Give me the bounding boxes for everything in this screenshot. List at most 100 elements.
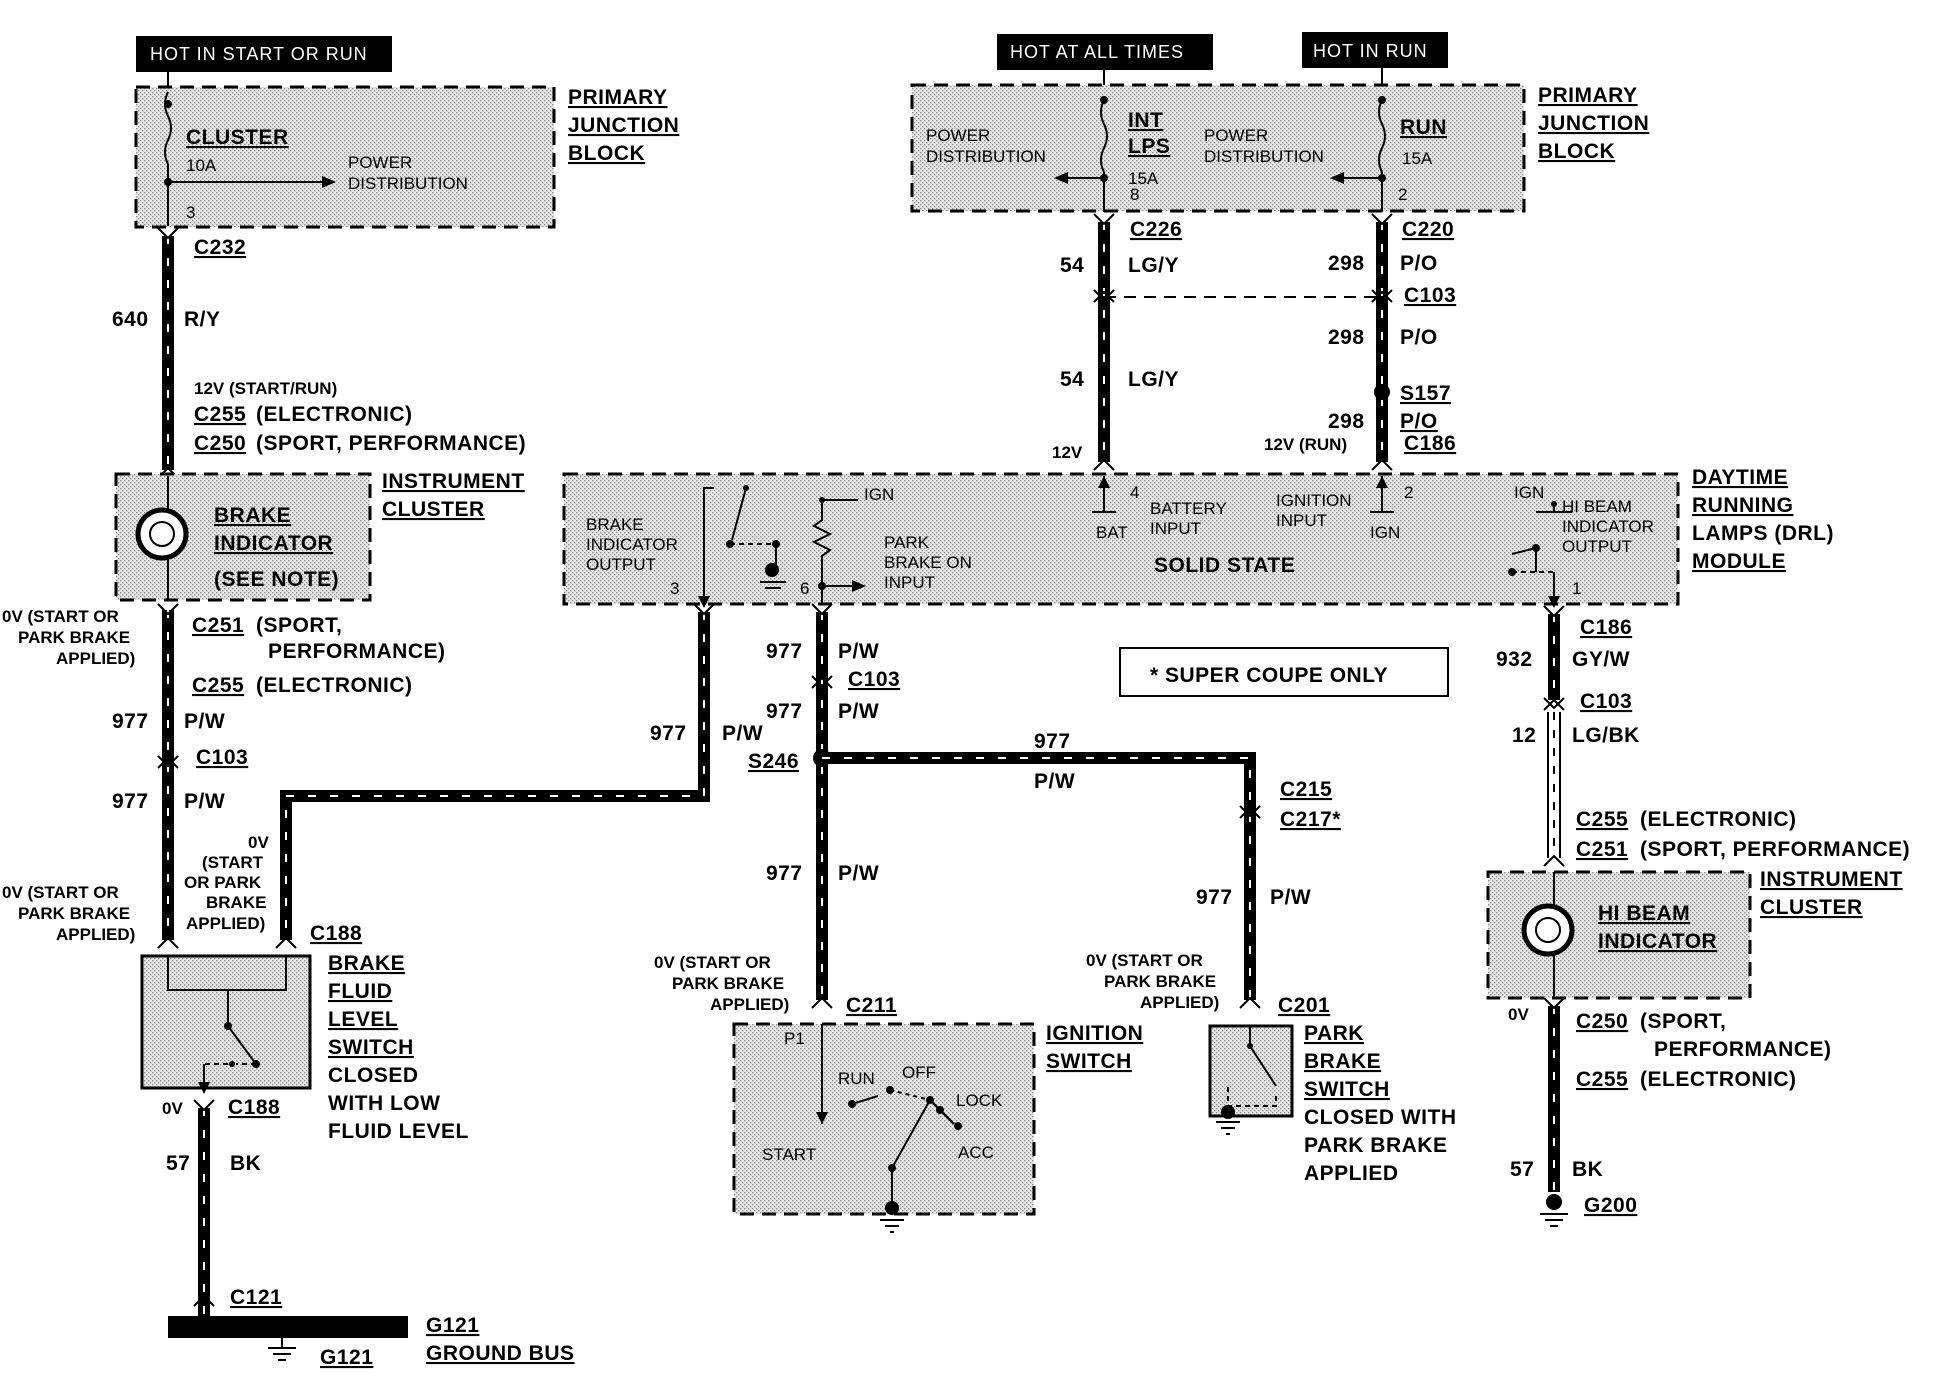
label-text: START (762, 1145, 816, 1164)
label-text: (SPORT, (256, 614, 342, 637)
label-text: FLUID (328, 980, 392, 1003)
label-text: 0V (START OR (2, 883, 119, 902)
label-text: BLOCK (568, 142, 645, 165)
brake-fluid-title: BRAKE (328, 952, 405, 975)
label-text: 54 (1060, 254, 1084, 277)
label-text: POWER (926, 126, 990, 145)
label-text: PARK BRAKE (18, 904, 130, 923)
label-text: P/W (838, 862, 879, 885)
label-text: * SUPER COUPE ONLY (1150, 664, 1388, 687)
label-text: SWITCH (1046, 1050, 1132, 1073)
label-text: APPLIED) (186, 914, 265, 933)
label-text: 12V (START/RUN) (194, 379, 337, 398)
label-text: APPLIED) (56, 925, 135, 944)
label-text: P/W (722, 722, 763, 745)
label-text: BRAKE (206, 893, 266, 912)
label-text: LG/BK (1572, 724, 1640, 747)
label-text: HOT IN START OR RUN (150, 44, 368, 64)
label-text: R/Y (184, 308, 221, 331)
label-text: C215 (1280, 778, 1332, 801)
label-text: INDICATOR (1562, 517, 1654, 536)
label-text: 12V (1052, 443, 1083, 462)
label-text: 6 (800, 579, 809, 598)
label-text: BK (1572, 1158, 1603, 1181)
label-text: 0V (START OR (654, 953, 771, 972)
label-text: 0V (248, 833, 269, 852)
label-text: ACC (958, 1143, 994, 1162)
label-text: P/W (1270, 886, 1311, 909)
label-text: 977 (1034, 730, 1071, 753)
label-text: 640 (112, 308, 149, 331)
label-text: (SPORT, PERFORMANCE) (256, 432, 526, 455)
label-text: C232 (194, 236, 246, 259)
instrument-cluster-brake (114, 472, 372, 602)
header-hot-in-start-or-run: HOT IN START OR RUN (136, 36, 392, 72)
wire-12-lgbk (1547, 712, 1561, 858)
label-text: LG/Y (1128, 254, 1179, 277)
label-text: INDICATOR (214, 532, 333, 555)
label-text: P/O (1400, 326, 1438, 349)
label-text: C121 (230, 1286, 282, 1309)
label-text: BAT (1096, 523, 1128, 542)
label-text: 8 (1130, 185, 1139, 204)
label-text: (ELECTRONIC) (256, 403, 413, 426)
label-text: PERFORMANCE) (268, 640, 446, 663)
label-text: APPLIED (1304, 1162, 1399, 1185)
label-text: C186 (1580, 616, 1632, 639)
label-text: HOT AT ALL TIMES (1010, 42, 1184, 62)
label-text: LPS (1128, 135, 1170, 158)
label-text: LEVEL (328, 1008, 398, 1031)
label-text: (ELECTRONIC) (1640, 1068, 1797, 1091)
label-text: POWER (348, 153, 412, 172)
label-text: (START (202, 853, 264, 872)
instrument-cluster-hi-beam (1486, 870, 1752, 1000)
label-text: 977 (112, 710, 149, 733)
label-text: 0V (162, 1099, 183, 1118)
brake-indicator-label: BRAKE (214, 504, 291, 527)
label-text: MODULE (1692, 550, 1786, 573)
pjb-right-title: PRIMARY (1538, 84, 1638, 107)
label-text: PARK BRAKE (1104, 972, 1216, 991)
label-text: P/W (838, 640, 879, 663)
label-text: C188 (310, 922, 362, 945)
label-text: 298 (1328, 326, 1365, 349)
label-text: JUNCTION (1538, 112, 1649, 135)
wire-977-brake-output (280, 612, 710, 940)
label-text: APPLIED) (710, 995, 789, 1014)
label-text: C255 (1576, 808, 1628, 831)
label-text: P/O (1400, 252, 1438, 275)
ic-right-title: INSTRUMENT (1760, 868, 1903, 891)
label-text: IGNITION (1276, 491, 1352, 510)
label-text: PARK BRAKE (672, 974, 784, 993)
label-text: HI BEAM (1562, 497, 1632, 516)
label-text: PARK BRAKE (18, 628, 130, 647)
label-text: CLOSED (328, 1064, 419, 1087)
label-text: 0V (1508, 1005, 1529, 1024)
label-text: DISTRIBUTION (348, 174, 468, 193)
label-text: OR PARK (184, 873, 262, 892)
label-text: C201 (1278, 994, 1330, 1017)
label-text: C188 (228, 1096, 280, 1119)
label-text: S246 (748, 750, 799, 773)
drl-solid-state: SOLID STATE (1154, 554, 1295, 577)
label-text: 977 (766, 640, 803, 663)
label-text: C255 (1576, 1068, 1628, 1091)
label-text: C226 (1130, 218, 1182, 241)
label-text: 57 (1510, 1158, 1534, 1181)
label-text: 298 (1328, 410, 1365, 433)
label-text: OUTPUT (1562, 537, 1632, 556)
label-text: RUN (838, 1069, 875, 1088)
super-coupe-note: * SUPER COUPE ONLY (1119, 647, 1449, 697)
drl-title: DAYTIME (1692, 466, 1788, 489)
label-text: (SPORT, (1640, 1010, 1726, 1033)
label-text: PARK (884, 533, 930, 552)
label-text: INPUT (1276, 511, 1327, 530)
label-text: C103 (848, 668, 900, 691)
label-text: LG/Y (1128, 368, 1179, 391)
label-text: 977 (766, 700, 803, 723)
label-text: INT (1128, 109, 1163, 132)
label-text: 2 (1398, 185, 1407, 204)
brake-fluid-level-switch (140, 954, 312, 1094)
label-text: (ELECTRONIC) (1640, 808, 1797, 831)
label-text: 15A (1402, 149, 1433, 168)
